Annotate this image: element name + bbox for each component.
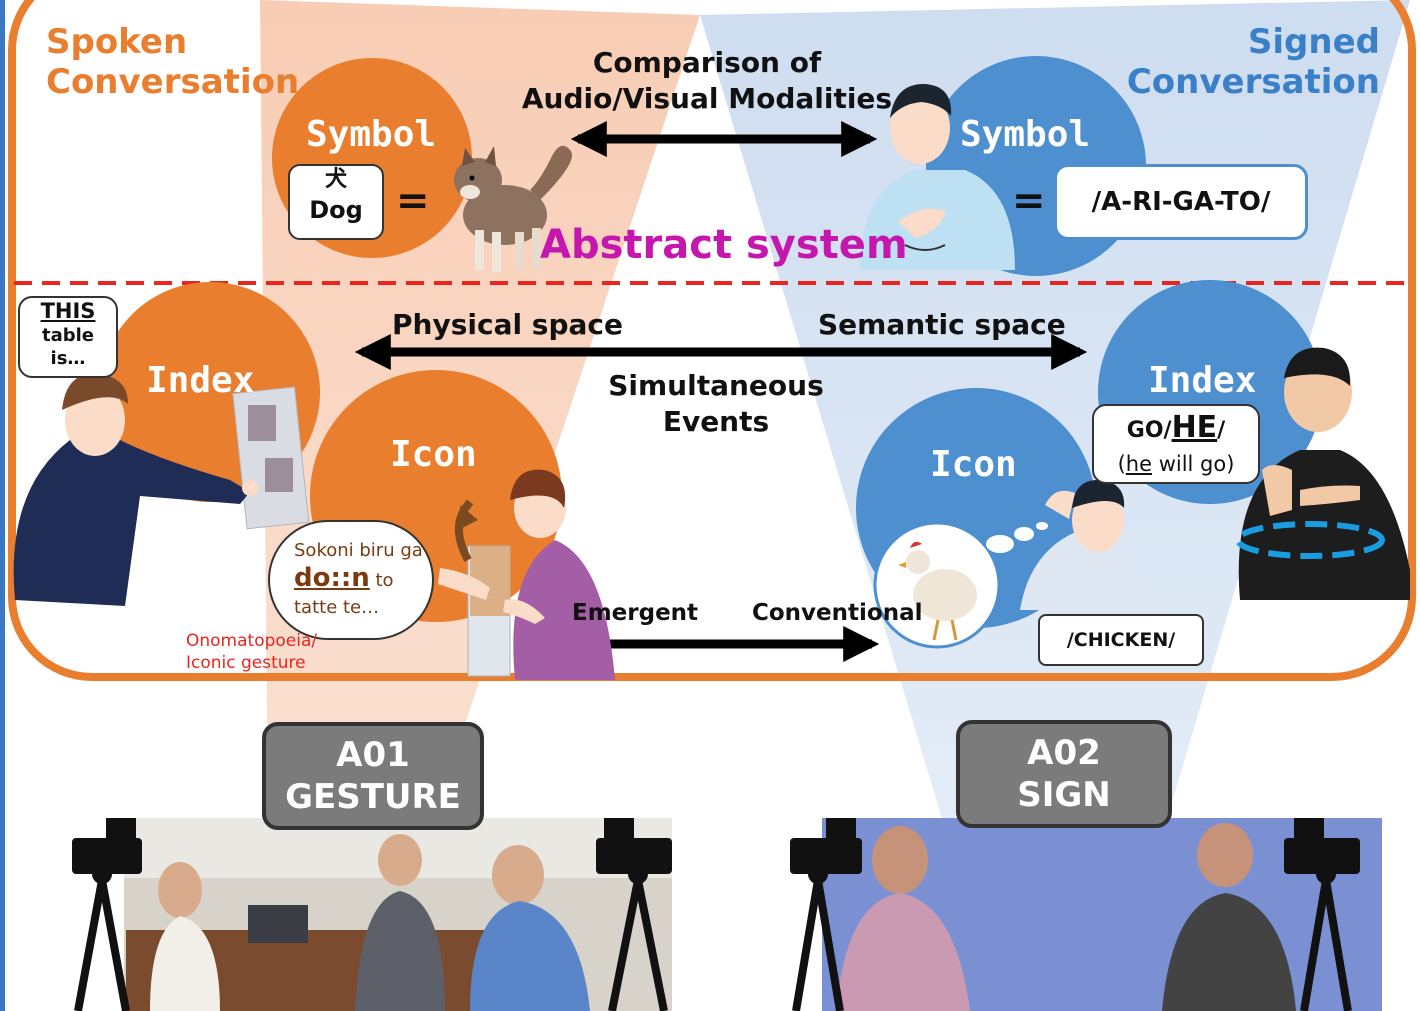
pointing-man-icon bbox=[13, 373, 310, 606]
video-camera-icon bbox=[790, 818, 862, 1011]
abstract-system-label: Abstract system bbox=[540, 222, 908, 268]
emergent-label: Emergent bbox=[572, 600, 699, 626]
signer-chicken-icon bbox=[1020, 479, 1150, 610]
icon-left-label: Icon bbox=[390, 434, 477, 475]
symbol-right-equals: = bbox=[1012, 178, 1046, 224]
icon-right-label: Icon bbox=[930, 444, 1017, 485]
signer-pointing-icon bbox=[1235, 347, 1410, 600]
dog-illustration bbox=[454, 145, 572, 272]
video-camera-icon bbox=[72, 818, 142, 1011]
signer-man-icon bbox=[860, 83, 1015, 270]
semantic-space-label: Semantic space bbox=[818, 308, 1066, 341]
symbol-left-label: Symbol bbox=[306, 114, 437, 155]
index-right-label: Index bbox=[1148, 360, 1257, 401]
physical-space-label: Physical space bbox=[392, 308, 623, 341]
dog-word-box: 犬 Dog bbox=[288, 164, 384, 240]
sokoni-speech: Sokoni biru ga do::n to tatte te… bbox=[268, 520, 434, 640]
video-camera-icon bbox=[1284, 818, 1360, 1011]
symbol-right-label: Symbol bbox=[960, 114, 1091, 155]
arigato-gloss-box: /A-RI-GA-TO/ bbox=[1054, 164, 1308, 240]
main-frame bbox=[8, 0, 1416, 681]
conventional-label: Conventional bbox=[752, 600, 923, 626]
woman-gesturing-icon bbox=[438, 469, 615, 680]
go-he-gloss-box: GO/HE/ (he will go) bbox=[1092, 404, 1260, 484]
onomatopoeia-note: Onomatopoeia/Iconic gesture bbox=[186, 631, 318, 673]
chicken-gloss-box: /CHICKEN/ bbox=[1038, 614, 1204, 666]
chicken-icon bbox=[873, 521, 1001, 649]
thought-bubble-icon bbox=[986, 522, 1048, 553]
symbol-left-equals: = bbox=[396, 178, 430, 224]
left-border bbox=[0, 0, 5, 1011]
index-left-label: Index bbox=[146, 360, 255, 401]
video-camera-icon bbox=[596, 818, 672, 1011]
this-table-speech: THIS table is… bbox=[18, 296, 118, 378]
